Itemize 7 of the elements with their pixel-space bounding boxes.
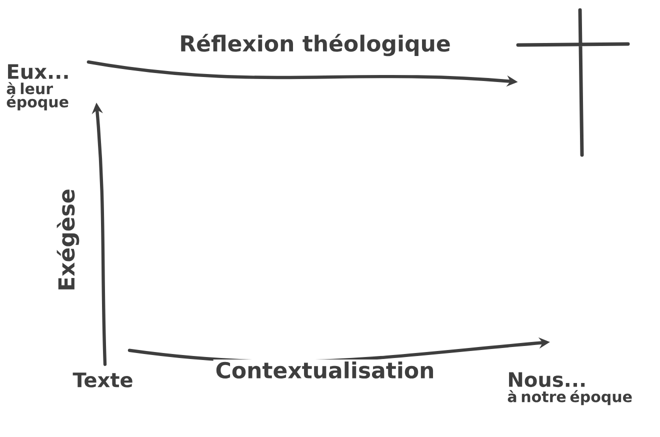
cross-drawing — [516, 8, 630, 157]
node-label: Texte — [72, 372, 132, 388]
edge-label: Réflexion théologique — [177, 32, 453, 58]
node-label: Eux... à leur époque — [6, 64, 68, 110]
edge-label: Contextualisation — [213, 360, 437, 381]
node-label: Nous... à notre époque — [508, 372, 632, 406]
edge-label: Exégèse — [54, 186, 82, 294]
